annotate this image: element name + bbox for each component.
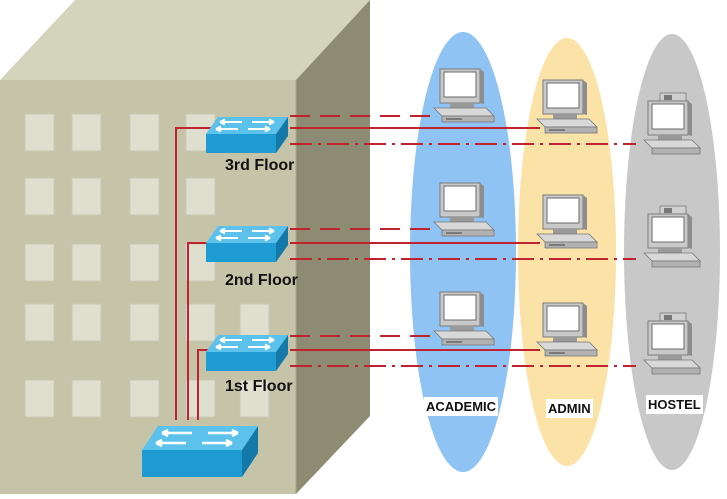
floor-label-1: 1st Floor (225, 378, 293, 395)
window (129, 177, 160, 216)
window (129, 303, 160, 342)
building-side (296, 0, 370, 494)
window (129, 243, 160, 282)
vlan-label-admin: ADMIN (546, 399, 593, 418)
window (24, 177, 55, 216)
switch-icon[interactable] (205, 116, 289, 154)
switch-icon[interactable] (140, 424, 260, 479)
switch-icon[interactable] (205, 334, 289, 372)
window (129, 113, 160, 152)
building-windows (24, 113, 270, 418)
floor-label-2: 2nd Floor (225, 272, 298, 289)
window (129, 379, 160, 418)
window (24, 379, 55, 418)
window (24, 303, 55, 342)
window (239, 379, 270, 418)
floor-label-3: 3rd Floor (225, 157, 295, 174)
window (71, 243, 102, 282)
vlan-academic-zone (410, 32, 516, 472)
window (185, 379, 216, 418)
floor-links (290, 115, 636, 367)
window (71, 379, 102, 418)
window (24, 243, 55, 282)
window (71, 303, 102, 342)
switch-icon[interactable] (205, 225, 289, 263)
window (185, 177, 216, 216)
uplink-cables (175, 127, 212, 420)
building-top (0, 0, 370, 80)
vlan-label-academic: ACADEMIC (424, 397, 499, 416)
building (0, 0, 370, 494)
window (71, 177, 102, 216)
window (185, 303, 216, 342)
window (71, 113, 102, 152)
vlan-label-hostel: HOSTEL (646, 395, 703, 414)
window (24, 113, 55, 152)
